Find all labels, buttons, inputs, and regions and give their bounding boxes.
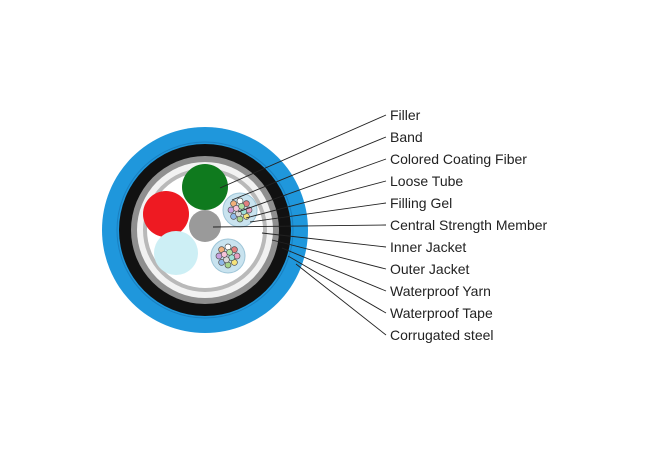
leader-line xyxy=(219,114,387,189)
label-inner-jacket: Inner Jacket xyxy=(390,239,467,255)
leader-line xyxy=(271,239,387,270)
leader-line xyxy=(237,158,387,213)
label-waterproof-tape: Waterproof Tape xyxy=(390,305,493,321)
central-strength-member xyxy=(189,210,221,242)
leader-line xyxy=(261,232,387,248)
leader-line xyxy=(249,202,387,223)
label-corrugated-steel: Corrugated steel xyxy=(390,327,494,343)
leader-line xyxy=(212,224,387,228)
label-filler: Filler xyxy=(390,107,421,123)
label-waterproof-yarn: Waterproof Yarn xyxy=(390,283,491,299)
leader-lines xyxy=(212,114,387,336)
label-colored-coating-fiber: Colored Coating Fiber xyxy=(390,151,527,167)
colored-coating-fibers xyxy=(215,197,253,269)
leader-line xyxy=(245,180,387,219)
label-filling-gel: Filling Gel xyxy=(390,195,453,211)
label-loose-tube: Loose Tube xyxy=(390,173,464,189)
filler-red xyxy=(143,191,189,237)
label-band: Band xyxy=(390,129,423,145)
filler-green xyxy=(182,164,228,210)
fiber-2-12 xyxy=(226,248,233,256)
leader-line xyxy=(295,263,387,336)
leader-line xyxy=(287,255,387,314)
filler-light xyxy=(154,231,198,275)
label-central-strength-member: Central Strength Member xyxy=(390,217,548,233)
fiber-1-12 xyxy=(238,202,245,210)
label-outer-jacket: Outer Jacket xyxy=(390,261,470,277)
leader-line xyxy=(281,247,387,292)
leader-line xyxy=(231,136,387,201)
